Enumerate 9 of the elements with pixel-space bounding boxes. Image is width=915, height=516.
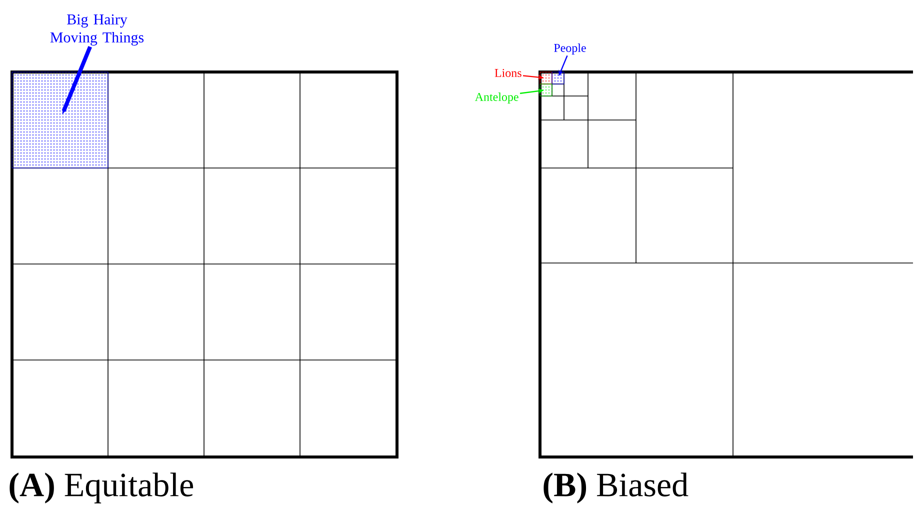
region-label: Antelope [474,92,518,104]
dotted-cell [552,72,564,84]
region-label: Big Hairy Moving Things [50,14,144,46]
panel-caption: (A) Equitable [10,472,194,504]
region-label: Lions [494,68,522,78]
region-label: People [554,44,586,54]
dotted-cell [12,72,108,168]
dotted-cell [540,84,552,96]
panel-caption: (B) Biased [544,472,688,504]
